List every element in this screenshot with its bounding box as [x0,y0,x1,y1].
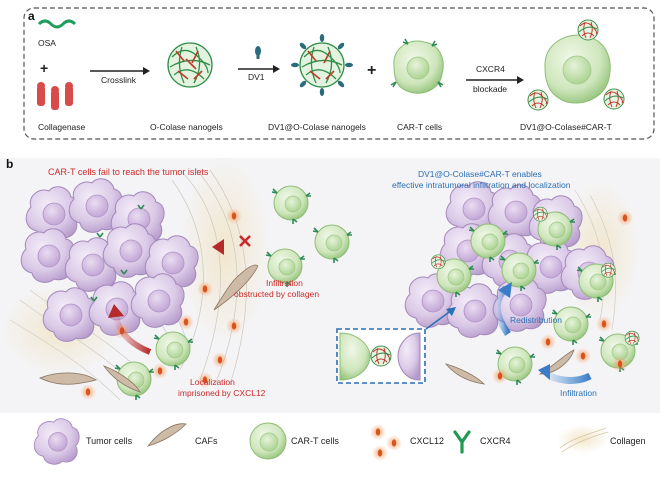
dv1-nanogel-icon [291,34,353,96]
tumor-cell-icon [33,418,80,465]
cxcl12-icon [370,424,402,461]
nanogel-attached-1 [577,19,599,41]
product-label: DV1@O-Colase#CAR-T [520,122,612,132]
crosslink-label: Crosslink [101,75,137,85]
legend-cxcl12-label: CXCL12 [410,436,444,446]
panel-b-label: b [6,157,13,171]
plus-sign-1: + [40,60,48,76]
legend: Tumor cells CAFs CAR-T cells CXCL12 CXCR… [33,418,646,465]
nanogel-icon [167,42,213,88]
nanogel-attached-3 [603,88,625,110]
legend-collagen-label: Collagen [610,436,646,446]
caf-cells-left [39,264,259,393]
inset-car-t-icon [339,332,371,381]
infiltration-label: Infiltration [560,388,597,398]
infiltration-obstructed-line2: obstructed by collagen [234,289,319,299]
product-cell-icon [544,34,611,104]
car-t-cell-icon-a [390,38,444,94]
localization-arrow [113,315,152,355]
collagenase-label: Collagenase [38,122,86,132]
infiltration-obstructed-line1: Infiltration [266,278,303,288]
car-t-cells-label-a: CAR-T cells [397,122,442,132]
dv1-nanogels-label: DV1@O-Colase nanogels [268,122,366,132]
cxcr4-icon [453,430,471,454]
car-t-cell-icon [249,422,287,460]
caf-icon [146,423,187,447]
panel-b: b CAR-T cells fail to reach the tumor is… [0,155,660,413]
inset-pointer [425,309,453,330]
panel-a-frame [23,7,655,140]
localization-line1: Localization [190,377,235,387]
right-title-line2: effective intratumoral infiltration and … [392,180,571,190]
legend-cxcr4-label: CXCR4 [480,436,511,446]
legend-tumor-label: Tumor cells [86,436,133,446]
collagenase-icon [37,82,73,110]
osa-label: OSA [38,38,56,48]
inset-tumor-icon [397,332,421,381]
cxcr4-receptors-left [90,204,145,302]
redistribution-label: Redistribution [510,315,562,325]
left-title: CAR-T cells fail to reach the tumor isle… [48,167,209,177]
panel-a: a OSA + Collagenase Crosslink O-Colase n… [23,7,655,140]
dv1-label: DV1 [248,72,265,82]
right-title-line1: DV1@O-Colase#CAR-T enables [418,169,542,179]
collagen-icon [557,425,609,453]
dv1-icon [255,46,261,59]
cxcr4-label: CXCR4 [476,64,505,74]
osa-icon [37,19,77,29]
blocked-x-icon [239,235,251,247]
caf-cells-right [444,349,575,385]
nanogels-label: O-Colase nanogels [150,122,223,132]
inset-nanogel-icon [370,345,392,367]
legend-car-t-label: CAR-T cells [291,436,339,446]
localization-line2: imprisoned by CXCL12 [178,388,266,398]
blockade-label: blockade [473,84,507,94]
panel-a-label: a [28,9,35,23]
nanogel-attached-2 [527,89,549,111]
plus-sign-2: + [367,62,376,79]
legend-caf-label: CAFs [195,436,218,446]
